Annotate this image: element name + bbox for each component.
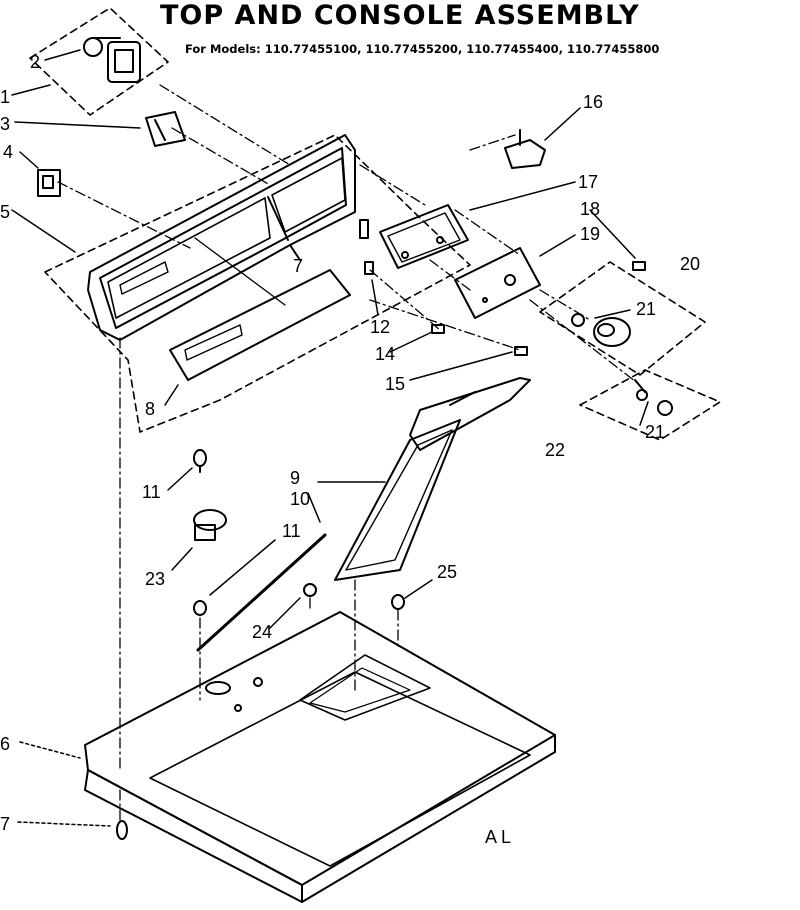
callout-17: 17 [578, 172, 598, 192]
callout-18: 18 [580, 199, 600, 219]
dashed-box-console [44, 134, 471, 433]
group-boxes [29, 7, 721, 441]
bezel-plate [379, 204, 469, 269]
console-panel [87, 134, 356, 341]
callout-11-lower: 11 [282, 521, 301, 541]
timer-plate [454, 247, 541, 319]
callout-24: 24 [252, 622, 272, 642]
screw-18 [632, 261, 646, 271]
callout-8: 8 [145, 399, 155, 419]
graphic-panel [169, 269, 351, 381]
callout-5: 5 [0, 202, 10, 222]
signal-switch [37, 169, 61, 197]
lamp-assembly [634, 379, 673, 416]
screw-15 [514, 346, 528, 356]
screw-11-upper [193, 449, 207, 467]
callout-16: 16 [583, 92, 603, 112]
lint-chute-cover [334, 377, 531, 581]
callout-labels: 1 2 3 4 5 6 7 7 8 9 10 11 11 12 14 15 16… [0, 52, 700, 847]
leader-lines [11, 49, 649, 827]
callout-9: 9 [290, 468, 300, 488]
callout-19: 19 [580, 224, 600, 244]
door-switch-23 [193, 509, 227, 531]
hinge-rod [196, 533, 327, 652]
screw-12 [364, 261, 374, 275]
callout-2: 2 [30, 52, 40, 72]
screw-7 [359, 219, 369, 239]
callout-25: 25 [437, 562, 457, 582]
screws [359, 219, 646, 356]
callout-12: 12 [370, 317, 390, 337]
timer-knob [571, 313, 631, 347]
cabinet-top [84, 611, 556, 903]
callout-11-upper: 11 [142, 482, 161, 502]
callout-21-lower: 21 [645, 422, 665, 442]
control-knob-assembly [83, 37, 141, 83]
dashed-box-lamp [579, 369, 721, 441]
callout-23: 23 [145, 569, 165, 589]
dashed-box-timer-knob [539, 261, 706, 376]
callout-6: 6 [0, 734, 10, 754]
model-numbers: For Models: 110.77455100, 110.77455200, … [185, 42, 660, 56]
callout-22: 22 [545, 440, 565, 460]
alignment-lines [57, 84, 641, 823]
callout-7-lower: 7 [0, 814, 10, 834]
small-hardware [116, 449, 405, 840]
buzzer [504, 129, 546, 169]
callout-4: 4 [3, 142, 13, 162]
push-to-start-switch [145, 111, 186, 147]
dashed-box-control-knob [29, 7, 169, 116]
screw-25 [391, 594, 405, 610]
callout-3: 3 [0, 114, 10, 134]
callout-15: 15 [385, 374, 405, 394]
screw-11-lower [193, 600, 207, 616]
screw-14 [431, 324, 445, 334]
diagram-title: TOP AND CONSOLE ASSEMBLY [160, 0, 640, 31]
callout-10: 10 [290, 489, 310, 509]
callout-7-upper: 7 [293, 256, 303, 276]
clip-24 [303, 583, 317, 597]
diagram-code: A L [485, 827, 511, 847]
callout-21-upper: 21 [636, 299, 656, 319]
screw-7-lower [116, 820, 128, 840]
callout-1: 1 [0, 87, 10, 107]
callout-20: 20 [680, 254, 700, 274]
callout-14: 14 [375, 344, 395, 364]
